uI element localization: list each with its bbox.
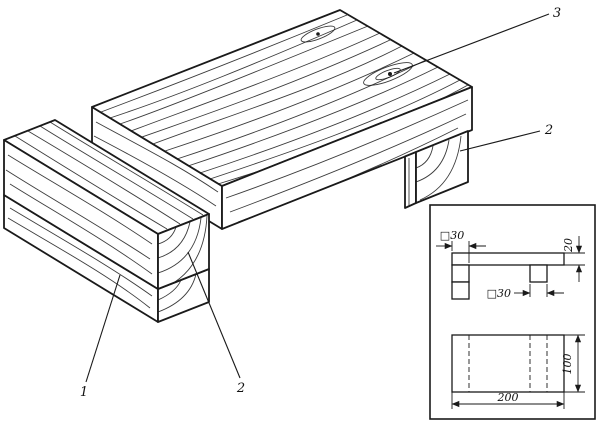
plan-view-plank	[451, 334, 565, 393]
board-end-grain	[158, 273, 197, 313]
plank	[91, 9, 473, 230]
side-view: □30 20 □30	[436, 229, 585, 300]
plank-front-grain	[225, 99, 469, 223]
leader-line-board	[85, 274, 121, 383]
board-side-grain	[7, 207, 153, 309]
leg-end-face	[415, 130, 469, 204]
wood-knot	[316, 32, 320, 36]
dim-plank-width: 100	[561, 354, 574, 375]
plank-left-grain	[93, 121, 219, 207]
plank-front-face	[221, 86, 473, 230]
leg	[404, 130, 469, 209]
callouts: 3 2 1 2	[80, 6, 561, 400]
leader-line-plank	[393, 13, 550, 74]
plan-view: 100 200	[451, 334, 585, 409]
dim-batten-section: □30	[440, 229, 464, 242]
part-label-batten: 2	[236, 381, 245, 396]
batten	[3, 119, 210, 290]
part-label-plank: 3	[553, 6, 561, 21]
part-label-leg: 2	[544, 123, 553, 138]
batten-top-grain	[14, 121, 204, 230]
leg-side-face	[404, 151, 417, 209]
part-label-board: 1	[80, 385, 88, 400]
batten-side-grain	[5, 154, 153, 275]
wood-knot	[388, 72, 392, 76]
side-view-board	[451, 281, 470, 300]
dim-leg-section: □30	[487, 287, 511, 300]
leader-line-batten	[187, 251, 241, 379]
dim-plank-length: 200	[497, 391, 519, 404]
leader-line-leg	[459, 130, 541, 152]
batten-end-face	[157, 213, 210, 290]
side-view-batten	[451, 264, 470, 283]
leg-end-grain	[416, 135, 462, 201]
side-view-leg	[529, 264, 548, 283]
side-view-plank	[451, 252, 565, 266]
inset-views: □30 20 □30 100	[429, 204, 596, 420]
dim-plank-thickness: 20	[562, 238, 575, 253]
